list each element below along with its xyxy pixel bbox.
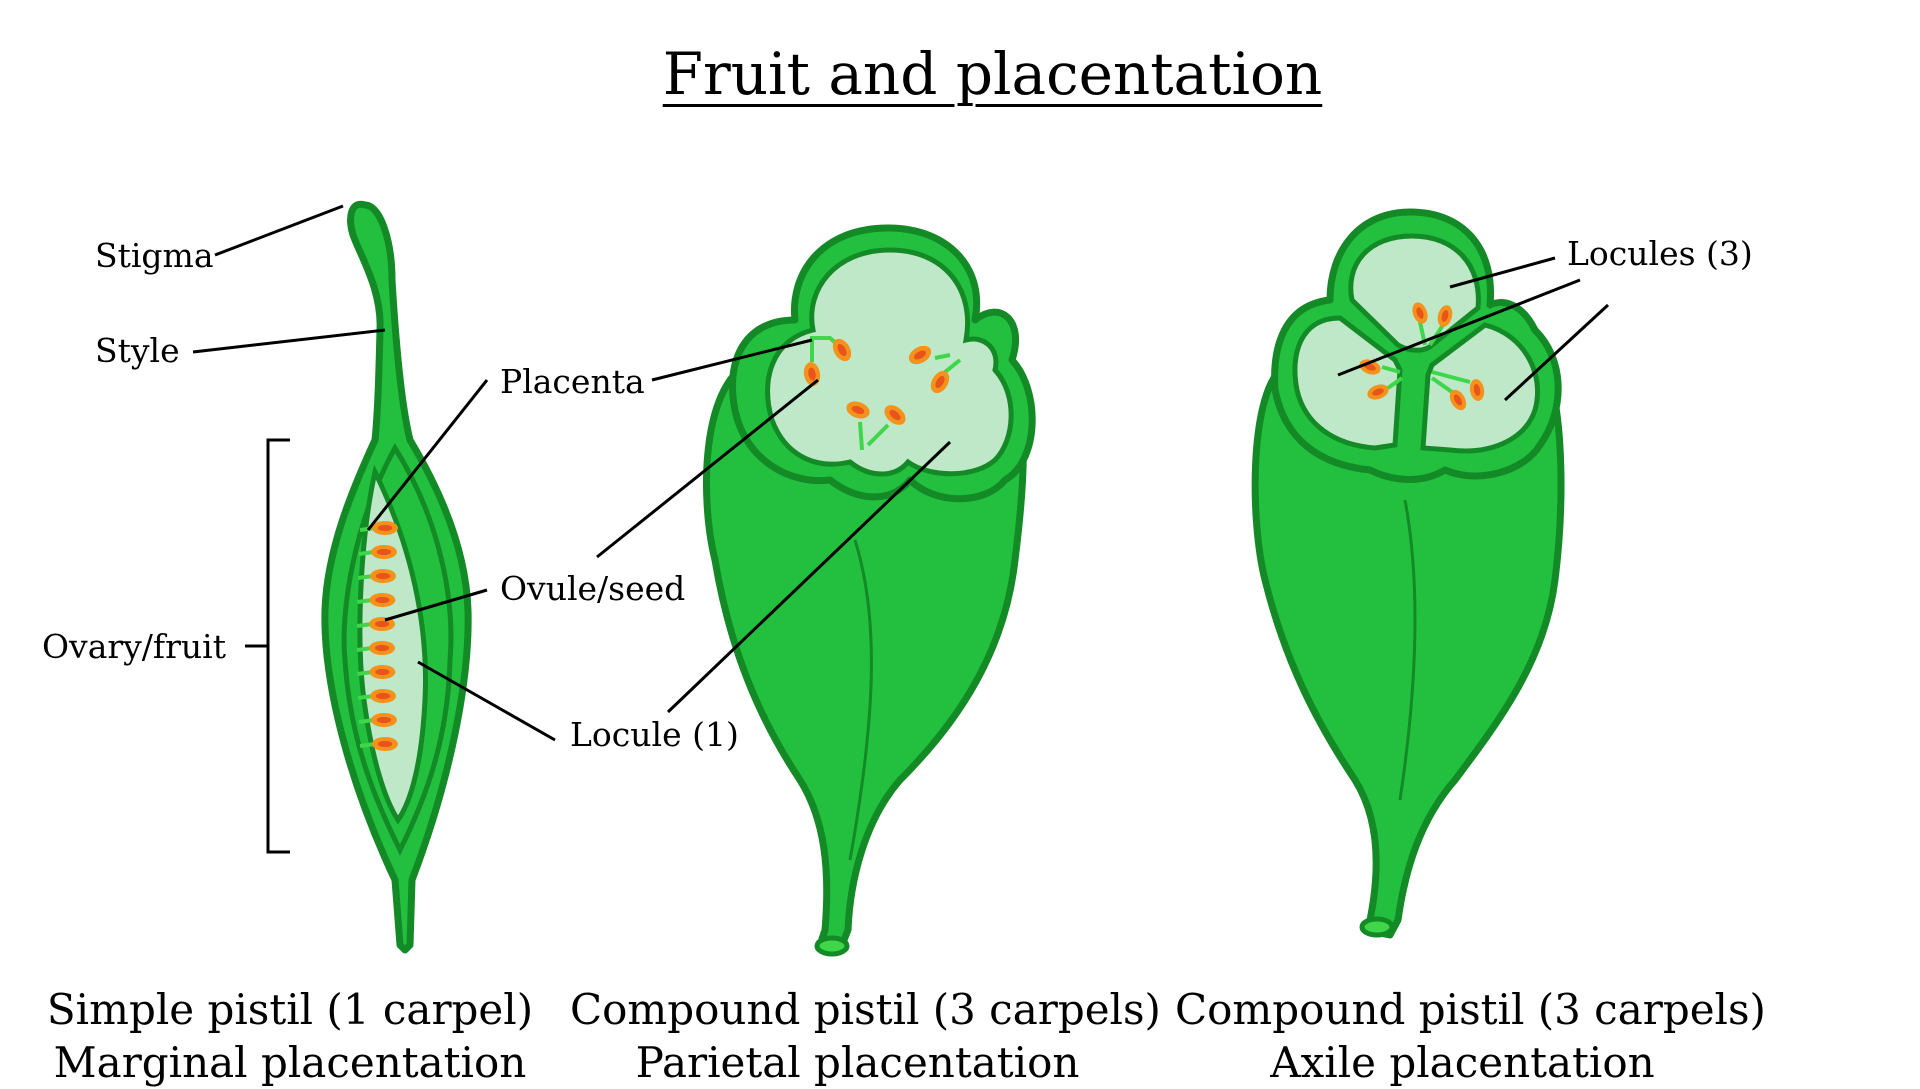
axile-ovule-core <box>1416 307 1424 319</box>
axile-ovules <box>1359 302 1485 411</box>
caption-axile: Compound pistil (3 carpels) Axile placen… <box>1175 983 1766 1089</box>
ovule-leader-1 <box>384 588 488 622</box>
axile-ovule-core <box>1372 388 1384 396</box>
axile-stem-tip <box>1359 916 1395 938</box>
axile-ovule-core <box>1364 363 1376 371</box>
parietal-locule <box>765 247 1014 477</box>
marginal-ovule-core <box>376 548 392 556</box>
parietal-ovule-core <box>837 344 847 356</box>
parietal-ovule-core <box>935 376 945 388</box>
marginal-ovule-core <box>374 620 390 628</box>
marginal-ovule-core <box>376 716 392 724</box>
parietal-ovule-stalk <box>934 353 951 360</box>
stigma-leader <box>214 204 344 257</box>
axile-ovule-core <box>1473 384 1481 396</box>
marginal-ovule-core <box>375 668 390 676</box>
simple-pistil-wall-line <box>341 443 454 856</box>
caption-simple-line1: Simple pistil (1 carpel) <box>46 985 534 1034</box>
caption-axile-line2: Axile placentation <box>1270 1038 1655 1087</box>
axile-ovule-stalk <box>1430 376 1454 394</box>
axile-fruit-vein <box>1398 499 1417 801</box>
placenta-leader-1 <box>366 379 489 531</box>
axile-fruit <box>1251 208 1565 939</box>
caption-simple-pistil: Simple pistil (1 carpel) Marginal placen… <box>40 983 540 1089</box>
parietal-ovules <box>803 336 962 451</box>
style-leader <box>192 328 386 354</box>
placenta-leader-2 <box>651 338 813 382</box>
caption-parietal-line2: Parietal placentation <box>635 1038 1080 1087</box>
axile-ovule-core <box>1441 310 1449 322</box>
marginal-ovule-core <box>377 740 393 748</box>
parietal-ovule-core <box>914 350 926 360</box>
ovary-bracket <box>245 438 290 854</box>
locules-leader-right <box>1503 303 1610 402</box>
stigma-label: Stigma <box>95 236 214 275</box>
locule-leader-1 <box>417 660 556 742</box>
locule-leader-2 <box>666 440 952 714</box>
parietal-ovule-core <box>808 367 816 381</box>
parietal-ovule-core <box>889 409 901 421</box>
marginal-ovule-core <box>377 524 393 532</box>
ovule-leader-2 <box>596 378 819 559</box>
ovule-seed-label: Ovule/seed <box>500 569 686 608</box>
caption-axile-line1: Compound pistil (3 carpels) <box>1175 985 1766 1034</box>
caption-simple-line2: Marginal placentation <box>53 1038 527 1087</box>
caption-parietal-line1: Compound pistil (3 carpels) <box>570 985 1161 1034</box>
parietal-ovule-core <box>851 405 865 415</box>
style-label: Style <box>95 331 180 370</box>
locule-1-label: Locule (1) <box>570 715 739 754</box>
axile-ovule-stalk <box>1431 370 1471 384</box>
axile-ovule-stalk <box>1386 376 1404 390</box>
locules-leader-top <box>1449 256 1556 289</box>
marginal-ovules <box>356 521 398 751</box>
parietal-ovule-stalk <box>858 421 864 451</box>
marginal-ovule-core <box>374 644 390 652</box>
parietal-stem-tip <box>814 935 850 957</box>
ovary-fruit-label: Ovary/fruit <box>42 627 226 666</box>
leader-lines <box>192 204 1610 854</box>
page-title: Fruit and placentation <box>662 40 1323 108</box>
marginal-ovule-core <box>375 596 390 604</box>
marginal-ovule-core <box>375 692 391 700</box>
placenta-label: Placenta <box>500 362 645 401</box>
axile-locule-left <box>1292 315 1403 451</box>
caption-parietal: Compound pistil (3 carpels) Parietal pla… <box>570 983 1161 1089</box>
locules-3-label: Locules (3) <box>1567 234 1753 273</box>
parietal-fruit <box>703 224 1036 957</box>
parietal-ovule-stalk <box>866 423 890 447</box>
marginal-ovule-core <box>375 572 391 580</box>
axile-ovule-stalk <box>1381 365 1401 374</box>
parietal-ovule-stalk <box>943 358 962 374</box>
locules-leader-left <box>1337 278 1581 377</box>
simple-pistil-fruit <box>321 200 472 954</box>
axile-ovule-core <box>1453 394 1463 406</box>
parietal-fruit-vein <box>848 539 873 861</box>
